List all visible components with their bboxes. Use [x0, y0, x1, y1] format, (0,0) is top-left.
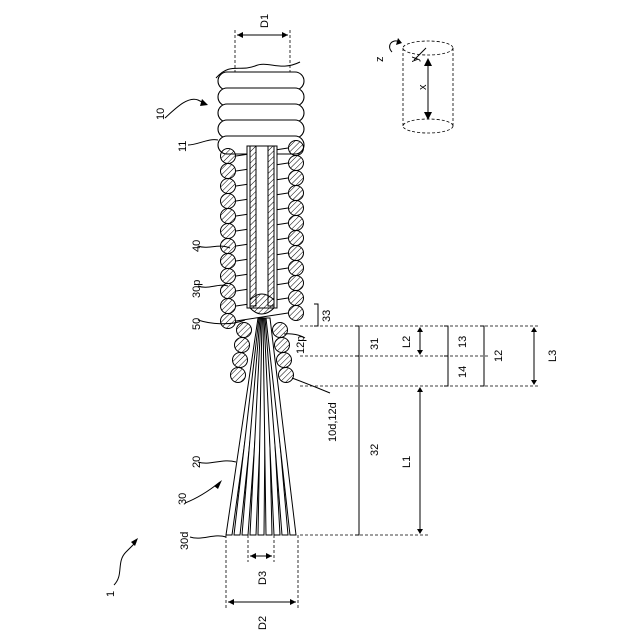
- x-axis-arrow-down: [424, 112, 432, 120]
- label-40: 40: [191, 240, 203, 252]
- label-14: 14: [457, 366, 469, 378]
- bracket-32: [355, 356, 359, 535]
- label-30d: 30d: [179, 532, 191, 550]
- label-D2: D2: [257, 616, 269, 630]
- label-10d-12d: 10d,12d: [327, 402, 339, 442]
- label-33: 33: [321, 310, 333, 322]
- label-L2: L2: [401, 336, 413, 348]
- axis-label-z: z: [374, 57, 386, 63]
- label-12p: 12p: [295, 336, 307, 354]
- label-20: 20: [191, 456, 203, 468]
- label-32: 32: [369, 444, 381, 456]
- label-D3: D3: [257, 571, 269, 585]
- core-wire-tip: [250, 294, 274, 314]
- core-wire: [247, 146, 277, 314]
- axis-label-y: y: [409, 56, 421, 62]
- label-50: 50: [191, 318, 203, 330]
- label-1: 1: [105, 591, 117, 597]
- bracket-31: [355, 326, 359, 356]
- dimension-D1: D1: [235, 14, 290, 76]
- label-L1: L1: [401, 456, 413, 468]
- label-13: 13: [457, 336, 469, 348]
- label-30p: 30p: [191, 280, 203, 298]
- label-10: 10: [155, 108, 167, 120]
- label-11: 11: [177, 141, 189, 152]
- bracket-33: [314, 304, 318, 326]
- coordinate-cylinder: x y z: [374, 38, 453, 133]
- axis-label-x: x: [417, 84, 429, 90]
- label-12: 12: [493, 350, 505, 362]
- label-31: 31: [369, 338, 381, 350]
- label-D1: D1: [259, 14, 271, 28]
- x-axis-arrow-up: [424, 58, 432, 66]
- outer-coil-upper: [216, 62, 304, 154]
- bracket-14: [444, 356, 448, 386]
- dimension-brackets: [314, 304, 537, 535]
- bracket-13: [444, 326, 448, 356]
- label-30: 30: [177, 493, 189, 505]
- part-labels: 10 11 40 30p 50 20 30 30d 1 33 12p 31 10…: [105, 108, 559, 630]
- label-L3: L3: [547, 350, 559, 362]
